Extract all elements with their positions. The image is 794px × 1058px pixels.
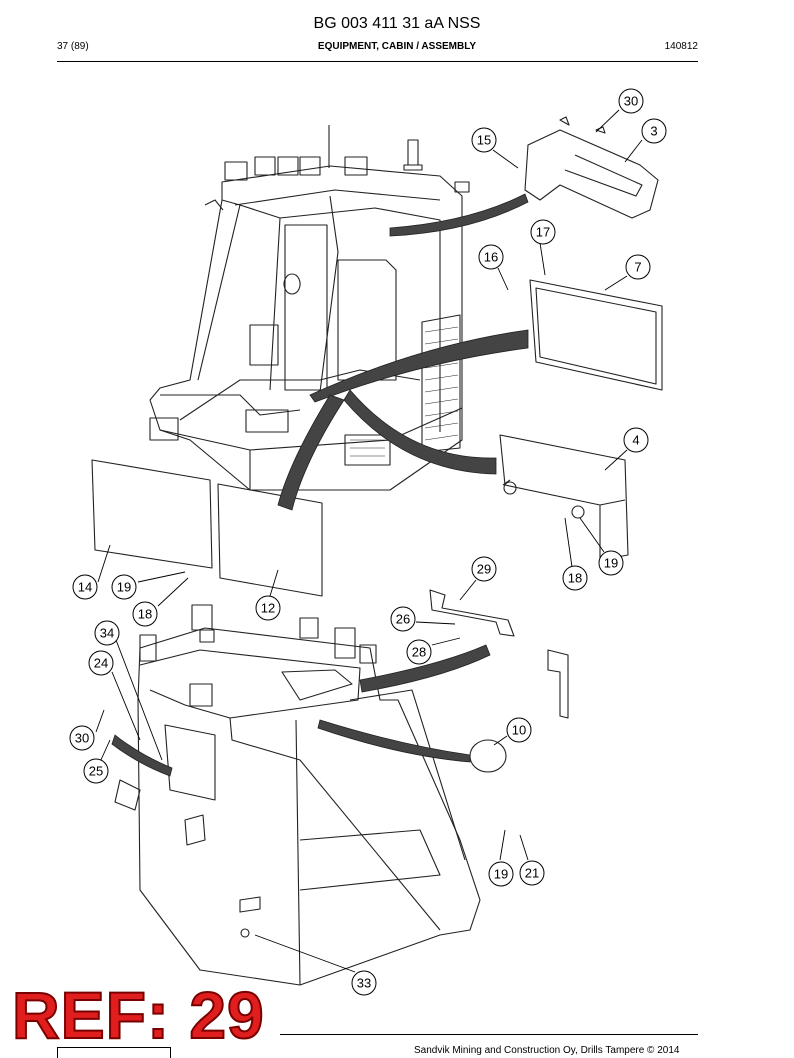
svg-text:19: 19 — [117, 580, 131, 595]
svg-text:4: 4 — [632, 433, 639, 448]
callout-bubble: 24 — [88, 650, 114, 676]
lower-cabin-illustration — [114, 604, 481, 986]
upper-cabin-illustration — [149, 125, 470, 491]
svg-text:30: 30 — [624, 94, 638, 109]
svg-text:19: 19 — [494, 867, 508, 882]
callout-bubble: 26 — [390, 606, 416, 632]
callouts: 30 3 15 17 16 7 4 19 18 29 14 19 18 12 2… — [69, 88, 667, 996]
callout-bubble: 21 — [519, 860, 545, 886]
callout-bubble: 4 — [623, 427, 649, 453]
section-title: EQUIPMENT, CABIN / ASSEMBLY — [317, 41, 477, 52]
svg-text:10: 10 — [512, 723, 526, 738]
air-duct-part-3 — [524, 116, 659, 219]
svg-text:21: 21 — [525, 866, 539, 881]
callout-bubble: 19 — [488, 861, 514, 887]
svg-text:15: 15 — [477, 133, 491, 148]
svg-text:24: 24 — [94, 656, 108, 671]
svg-text:7: 7 — [634, 260, 641, 275]
callout-bubble: 3 — [641, 118, 667, 144]
svg-text:19: 19 — [604, 556, 618, 571]
svg-text:29: 29 — [477, 562, 491, 577]
svg-text:25: 25 — [89, 764, 103, 779]
svg-text:18: 18 — [138, 607, 152, 622]
callout-bubble: 28 — [406, 639, 432, 665]
ref-stamp: REF: 29 — [11, 978, 265, 1052]
footer-copyright: Sandvik Mining and Construction Oy, Dril… — [414, 1045, 680, 1056]
svg-text:12: 12 — [261, 601, 275, 616]
callout-bubble: 19 — [111, 574, 137, 600]
svg-text:16: 16 — [484, 250, 498, 265]
assembly-arrows — [111, 193, 529, 777]
cover-part-10 — [469, 739, 507, 773]
callout-bubble: 18 — [562, 565, 588, 591]
svg-text:14: 14 — [78, 580, 92, 595]
callout-bubble: 29 — [471, 556, 497, 582]
svg-text:30: 30 — [75, 731, 89, 746]
callout-bubble: 18 — [132, 601, 158, 627]
page-title: BG 003 411 31 aA NSS — [313, 15, 481, 32]
callout-bubble: 17 — [530, 219, 556, 245]
bracket-part-4 — [499, 434, 629, 561]
callout-bubble: 14 — [72, 574, 98, 600]
callout-bubble: 25 — [83, 758, 109, 784]
svg-text:28: 28 — [412, 645, 426, 660]
bracket-part-29 — [429, 589, 569, 719]
svg-text:33: 33 — [357, 976, 371, 991]
svg-text:3: 3 — [650, 124, 657, 139]
callout-bubble: 30 — [69, 725, 95, 751]
document-date: 140812 — [664, 41, 698, 52]
header-rule — [57, 61, 698, 62]
callout-bubble: 16 — [478, 244, 504, 270]
leader-lines — [95, 109, 643, 973]
callout-bubble: 33 — [351, 970, 377, 996]
panel-part-7 — [529, 279, 663, 391]
svg-text:34: 34 — [100, 626, 114, 641]
callout-bubble: 12 — [255, 595, 281, 621]
callout-bubble: 19 — [598, 550, 624, 576]
svg-text:18: 18 — [568, 571, 582, 586]
footer-rule — [280, 1034, 698, 1035]
callout-bubble: 30 — [618, 88, 644, 114]
page-number: 37 (89) — [57, 41, 89, 52]
callout-bubble: 34 — [94, 620, 120, 646]
callout-bubble: 10 — [506, 717, 532, 743]
callout-bubble: 7 — [625, 254, 651, 280]
callout-bubble: 15 — [471, 127, 497, 153]
svg-text:17: 17 — [536, 225, 550, 240]
svg-text:26: 26 — [396, 612, 410, 627]
